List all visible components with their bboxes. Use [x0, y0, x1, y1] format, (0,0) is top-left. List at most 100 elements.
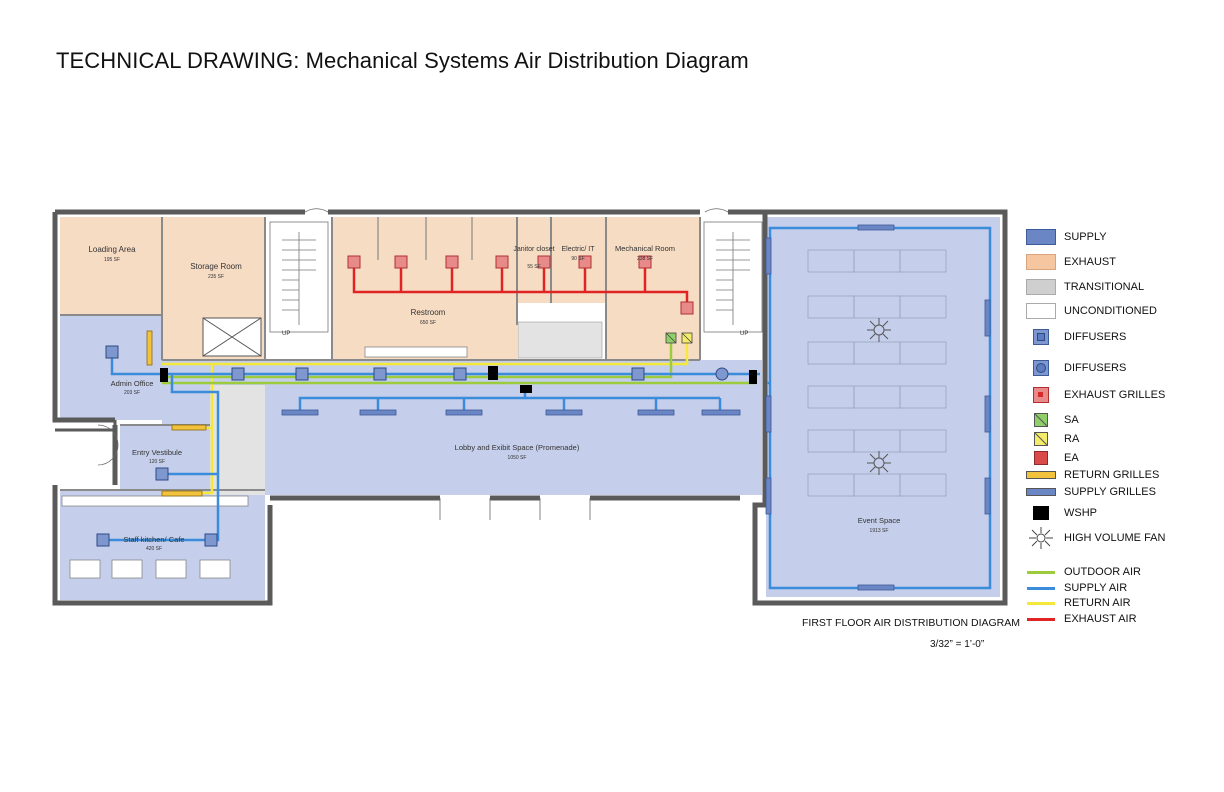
- high-volume-fan-1: [867, 318, 891, 342]
- event-tables: [807, 249, 947, 497]
- legend-return-air: RETURN AIR: [1026, 594, 1131, 612]
- wshp-units: [160, 366, 757, 393]
- legend-exhaust-grilles: EXHAUST GRILLES: [1026, 386, 1165, 404]
- diagram-scale: 3/32” = 1’-0”: [930, 639, 985, 650]
- legend-label: SA: [1064, 414, 1079, 426]
- ra-icon: [1034, 432, 1048, 446]
- zone-loading-area: [60, 217, 162, 315]
- legend-supply-air: SUPPLY AIR: [1026, 579, 1127, 597]
- legend-wshp: WSHP: [1026, 504, 1097, 522]
- supply-grilles-event: [765, 224, 991, 591]
- room-area-entry-vestibule: 120 SF: [149, 459, 165, 465]
- supply-grille-icon: [1026, 488, 1056, 496]
- legend-label: SUPPLY GRILLES: [1064, 486, 1156, 498]
- legend-supply-grilles: SUPPLY GRILLES: [1026, 483, 1156, 501]
- legend-label: SUPPLY AIR: [1064, 582, 1128, 594]
- legend-diffusers-round: DIFFUSERS: [1026, 359, 1126, 377]
- stair-right: [703, 221, 763, 333]
- room-area-lobby: 1050 SF: [508, 455, 527, 461]
- room-name-staff-kitchen: Staff kitchen/ Cafe: [123, 535, 184, 544]
- return-grille-icon: [1026, 471, 1056, 479]
- room-name-lobby: Lobby and Exibit Space (Promenade): [455, 443, 580, 452]
- room-name-electric: Electric/ IT: [561, 246, 595, 253]
- legend-label: RETURN AIR: [1064, 597, 1131, 609]
- supply-swatch-icon: [1026, 229, 1056, 245]
- legend-outdoor-air: OUTDOOR AIR: [1026, 563, 1141, 581]
- supply-air-line-icon: [1027, 586, 1055, 590]
- return-grilles: [146, 330, 207, 497]
- exhaust-grille-icon: [1033, 387, 1049, 403]
- room-area-electric: 90 SF: [571, 256, 584, 262]
- transitional-swatch-icon: [1026, 279, 1056, 295]
- corridor-transitional: [517, 321, 603, 359]
- legend-label: EXHAUST GRILLES: [1064, 389, 1166, 401]
- room-name-admin-office: Admin Office: [111, 379, 154, 388]
- doors: [97, 208, 729, 520]
- zone-kitchen: [60, 490, 265, 600]
- legend-supply: SUPPLY: [1026, 228, 1107, 246]
- room-name-restroom: Restroom: [411, 308, 446, 317]
- legend-label: DIFFUSERS: [1064, 362, 1127, 374]
- room-name-mechanical: Mechanical Room: [615, 244, 675, 253]
- supply-air-lines: [103, 226, 992, 590]
- legend-sa: SA: [1026, 411, 1079, 429]
- round-diffuser-icon: [1033, 360, 1049, 376]
- exhaust-grilles: [347, 255, 694, 315]
- room-area-admin-office: 203 SF: [124, 390, 140, 396]
- sink-counter: [364, 346, 468, 358]
- ea-icon: [1034, 451, 1048, 465]
- legend-exhaust-air: EXHAUST AIR: [1026, 610, 1137, 628]
- room-name-event-space: Event Space: [858, 516, 901, 525]
- stair-right-label: UP: [740, 331, 748, 337]
- room-name-storage-room: Storage Room: [190, 262, 242, 271]
- legend-label: RA: [1064, 433, 1080, 445]
- outdoor-air-lines: [162, 340, 756, 385]
- room-name-loading-area: Loading Area: [88, 245, 136, 254]
- zone-event-space: [766, 217, 1000, 597]
- page-title: TECHNICAL DRAWING: Mechanical Systems Ai…: [56, 48, 749, 73]
- legend-return-grilles: RETURN GRILLES: [1026, 466, 1159, 484]
- room-name-entry-vestibule: Entry Vestibule: [132, 448, 182, 457]
- zones: [60, 217, 1000, 600]
- room-name-janitor: Janitor closet: [513, 246, 554, 253]
- legend-diffusers-square: DIFFUSERS: [1026, 328, 1126, 346]
- round-diffuser: [715, 367, 729, 381]
- elevator: [202, 317, 262, 357]
- square-diffusers: [96, 345, 645, 547]
- legend-high-volume-fan: HIGH VOLUME FAN: [1026, 527, 1166, 549]
- legend-ra: RA: [1026, 430, 1079, 448]
- square-diffuser-icon: [1033, 329, 1049, 345]
- legend-label: UNCONDITIONED: [1064, 305, 1157, 317]
- high-volume-fan-2: [867, 451, 891, 475]
- stair-left-label: UP: [282, 331, 290, 337]
- legend-transitional: TRANSITIONAL: [1026, 278, 1144, 296]
- unconditioned-swatch-icon: [1026, 303, 1056, 319]
- supply-grilles-lobby: [281, 409, 741, 416]
- legend-label: TRANSITIONAL: [1064, 281, 1145, 293]
- room-area-restroom: 650 SF: [420, 320, 436, 326]
- legend-unconditioned: UNCONDITIONED: [1026, 302, 1157, 320]
- legend-label: OUTDOOR AIR: [1064, 566, 1142, 578]
- floor-plan: UP UP: [52, 208, 1008, 606]
- legend-label: DIFFUSERS: [1064, 331, 1127, 343]
- legend-ea: EA: [1026, 449, 1079, 467]
- diagram-caption: FIRST FLOOR AIR DISTRIBUTION DIAGRAM: [802, 617, 1020, 629]
- stair-left: [269, 221, 329, 333]
- room-area-staff-kitchen: 420 SF: [146, 546, 162, 552]
- legend-label: EXHAUST AIR: [1064, 613, 1137, 625]
- stall-partitions: [377, 217, 473, 260]
- legend-label: RETURN GRILLES: [1064, 469, 1160, 481]
- wshp-icon: [1033, 506, 1049, 520]
- legend-label: WSHP: [1064, 507, 1097, 519]
- exhaust-swatch-icon: [1026, 254, 1056, 270]
- fan-icon: [1029, 527, 1053, 549]
- room-area-event-space: 1913 SF: [870, 528, 889, 534]
- walls: [52, 209, 1008, 606]
- legend-label: HIGH VOLUME FAN: [1064, 532, 1166, 544]
- room-area-storage-room: 235 SF: [208, 274, 224, 280]
- room-area-janitor: 55 SF: [527, 264, 540, 270]
- room-area-mechanical: 238 SF: [637, 256, 653, 262]
- kitchen-tables: [61, 495, 249, 579]
- outdoor-air-line-icon: [1027, 570, 1055, 574]
- exhaust-air-line-icon: [1027, 617, 1055, 621]
